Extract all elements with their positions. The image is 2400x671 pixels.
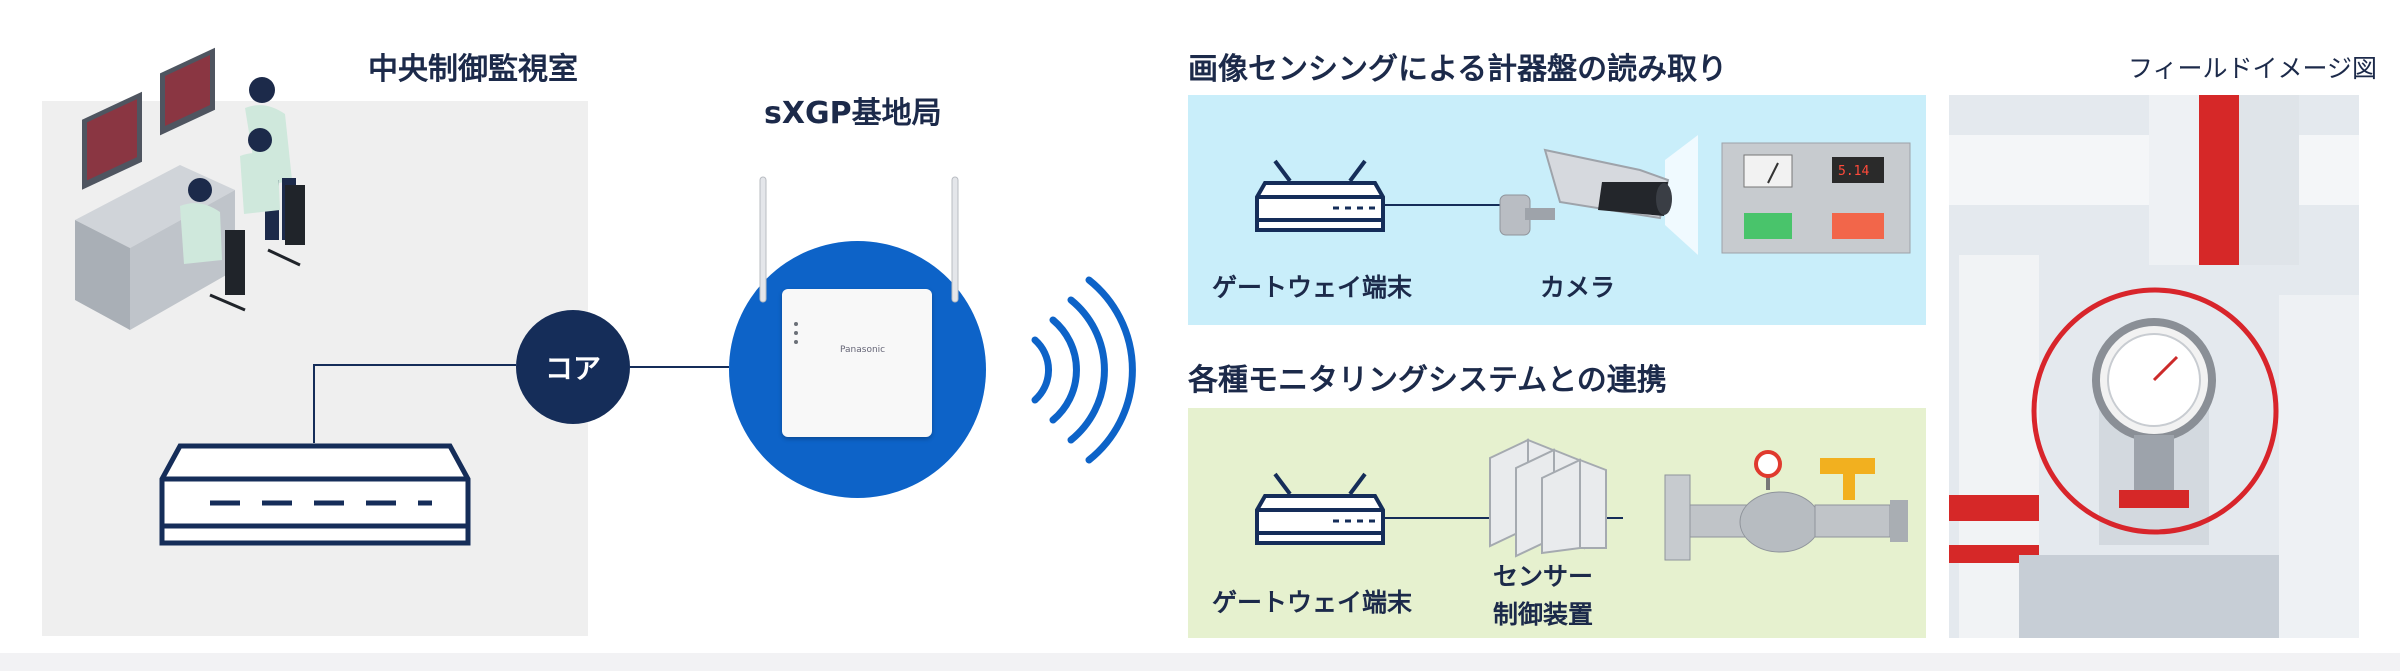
server-icon	[159, 443, 471, 546]
section2-sensor-label-2: 制御装置	[1493, 600, 1594, 629]
photo-caption: フィールドイメージ図	[2128, 54, 2378, 83]
section2-sensor-label-1: センサー	[1493, 562, 1594, 591]
bottom-band	[0, 653, 2400, 671]
valve-icon	[1664, 450, 1908, 561]
section1-camera-label: カメラ	[1540, 273, 1616, 302]
field-photo-illustration	[1949, 95, 2359, 638]
link-line-1	[1385, 204, 1503, 206]
control-room-title: 中央制御監視室	[368, 52, 578, 87]
core-node: コア	[516, 310, 630, 424]
wifi-wave-icon	[1031, 276, 1136, 464]
base-station-device	[782, 289, 932, 437]
antenna-icon	[759, 176, 959, 303]
section1-gateway-label: ゲートウェイ端末	[1212, 273, 1413, 302]
meter-reading: 5.14	[1838, 164, 1870, 179]
section1-title: 画像センシングによる計器盤の読み取り	[1188, 52, 1728, 87]
router-icon-2	[1255, 472, 1385, 545]
base-station-title: sXGP基地局	[764, 96, 942, 131]
operator-illustration	[75, 47, 305, 330]
router-icon	[1255, 159, 1385, 232]
core-label: コア	[544, 352, 601, 385]
section2-gateway-label: ゲートウェイ端末	[1212, 588, 1413, 617]
camera-icon	[1499, 135, 1698, 255]
sensor-controller-icon	[1489, 438, 1607, 558]
network-lines-left	[313, 364, 729, 443]
device-leds	[794, 322, 798, 344]
instrument-panel	[1721, 142, 1911, 254]
device-brand: Panasonic	[840, 345, 886, 355]
field-photo	[1949, 95, 2359, 638]
section2-title: 各種モニタリングシステムとの連携	[1188, 363, 1667, 398]
